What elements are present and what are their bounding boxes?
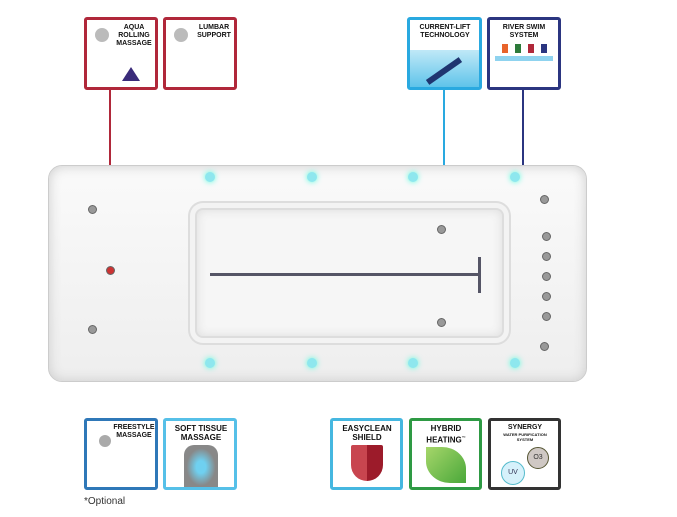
light [510, 358, 520, 368]
feature-label: CURRENT-LIFT TECHNOLOGY [419, 24, 471, 39]
color-block-icon [541, 44, 547, 53]
feature-freestyle-massage: FREESTYLE MASSAGE [84, 418, 158, 490]
feature-sublabel: WATER PURIFICATION SYSTEM [503, 432, 547, 442]
feature-label: RIVER SWIM SYSTEM [502, 24, 546, 39]
river-swim-jet [542, 272, 551, 281]
light [205, 358, 215, 368]
feature-synergy: SYNERGY WATER PURIFICATION SYSTEM UV O3 [488, 418, 561, 490]
jet [437, 318, 446, 327]
light [307, 358, 317, 368]
seated-figure-icon [174, 28, 188, 42]
feature-label: LUMBAR SUPPORT [197, 24, 231, 39]
shield-icon [351, 445, 383, 481]
feature-easyclean-shield: EASYCLEAN SHIELD [330, 418, 403, 490]
trademark: ™ [461, 435, 466, 440]
feature-label: AQUA ROLLING MASSAGE [116, 24, 152, 47]
manifold-icon [495, 56, 553, 61]
light [510, 172, 520, 182]
color-block-icon [528, 44, 534, 53]
feature-river-swim: RIVER SWIM SYSTEM [487, 17, 561, 90]
light [205, 172, 215, 182]
jet [437, 225, 446, 234]
feature-label: FREESTYLE MASSAGE [113, 424, 155, 439]
jet [540, 195, 549, 204]
river-swim-jet [542, 312, 551, 321]
aqua-rolling-jet [106, 266, 115, 275]
feature-current-lift: CURRENT-LIFT TECHNOLOGY [407, 17, 482, 90]
color-block-icon [502, 44, 508, 53]
optional-footnote: *Optional [84, 496, 126, 507]
feature-aqua-rolling-massage: AQUA ROLLING MASSAGE [84, 17, 158, 90]
jet [540, 342, 549, 351]
swim-lane-marker [210, 273, 480, 276]
arrow-icon [425, 57, 463, 85]
o3-bubble-icon: O3 [527, 447, 549, 469]
hybrid-heating-text: HYBRID HEATING [426, 424, 462, 445]
light [408, 358, 418, 368]
light [307, 172, 317, 182]
swim-lane-tee [478, 257, 481, 293]
seated-figure-icon [95, 28, 109, 42]
river-swim-jet [542, 232, 551, 241]
back-figure-icon [184, 445, 218, 487]
jet [88, 205, 97, 214]
river-swim-jet [542, 292, 551, 301]
jet [88, 325, 97, 334]
color-block-icon [515, 44, 521, 53]
river-swim-jet [542, 252, 551, 261]
feature-label: EASYCLEAN SHIELD [342, 424, 392, 442]
feature-hybrid-heating: HYBRID HEATING™ [409, 418, 482, 490]
feature-label: HYBRID HEATING™ [416, 424, 476, 445]
light [408, 172, 418, 182]
leaf-icon [426, 447, 466, 483]
arrow-up-icon [122, 58, 140, 81]
feature-lumbar-support: LUMBAR SUPPORT [163, 17, 237, 90]
seated-figure-icon [99, 435, 111, 447]
uv-bubble-icon: UV [501, 461, 525, 485]
feature-label: SOFT TISSUE MASSAGE [174, 424, 228, 442]
feature-soft-tissue-massage: SOFT TISSUE MASSAGE [163, 418, 237, 490]
feature-label: SYNERGY [507, 424, 543, 431]
